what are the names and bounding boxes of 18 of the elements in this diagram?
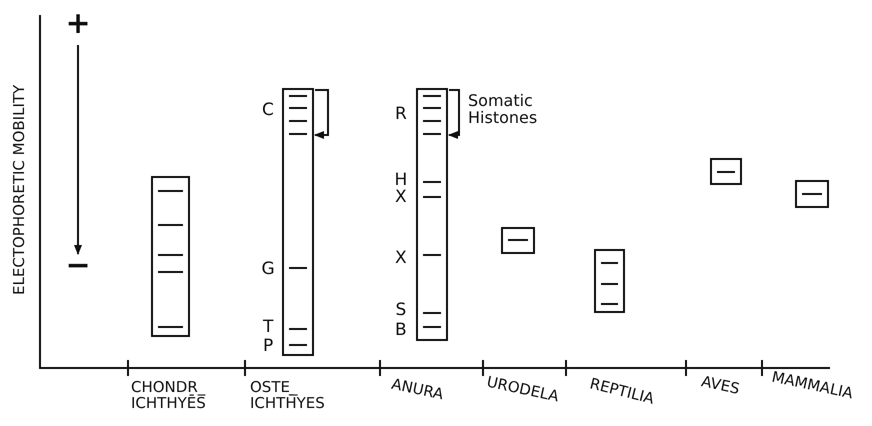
band-letter: B: [395, 322, 407, 340]
band-letter: T: [263, 319, 274, 337]
band-letter: G: [262, 261, 275, 279]
minus-sign: −: [66, 250, 91, 282]
band-letter: R: [395, 106, 407, 124]
plus-sign: +: [66, 8, 91, 40]
category-label: CHONDR_ ICHTHYĒS: [131, 380, 207, 412]
band-letter: X: [395, 250, 407, 268]
annotation-text: Somatic Histones: [468, 93, 538, 127]
category-label: ANURA: [389, 376, 444, 404]
band-letter: P: [263, 338, 274, 356]
category-label: OSTE_ ICHTH̄YES: [250, 380, 326, 412]
band-letter: C: [262, 102, 274, 120]
band-letter: X: [395, 189, 407, 207]
axis-title: ELECTOPHORETIC MOBILITY: [12, 84, 28, 295]
category-label: AVES: [699, 374, 740, 398]
band-letter: H: [394, 172, 408, 190]
band-letter: S: [396, 302, 406, 320]
